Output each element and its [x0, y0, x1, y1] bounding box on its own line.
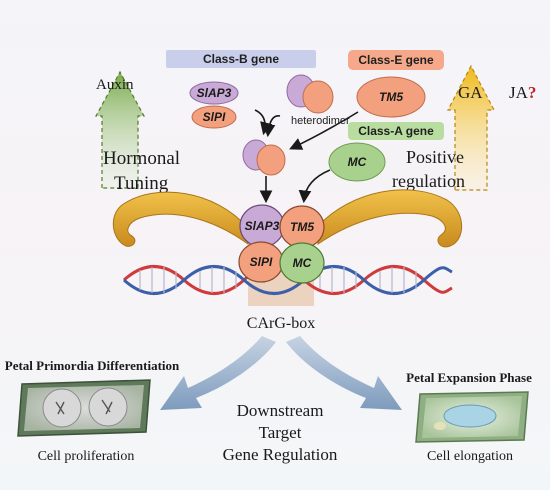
- class-e-gene-label: Class-E gene: [358, 53, 434, 67]
- class-a-gene-label: Class-A gene: [358, 124, 434, 138]
- petal-primordia-label: Petal Primordia Differentiation: [5, 358, 180, 373]
- cell-elongation-label: Cell elongation: [427, 449, 513, 464]
- hormonal-label-line1: Hormonal: [103, 148, 180, 169]
- heterodimer-middle-icon: [242, 139, 286, 176]
- ja-text: JA: [509, 83, 529, 102]
- tm5-protein-top: TM5: [356, 76, 426, 118]
- petal-expansion-label: Petal Expansion Phase: [406, 370, 532, 385]
- ja-label: JA?: [509, 83, 536, 102]
- mc-label-complex: MC: [293, 256, 312, 270]
- positive-label-line2: regulation: [392, 171, 465, 191]
- downstream-arrow-left: [160, 336, 276, 410]
- tm5-label-top: TM5: [379, 90, 403, 104]
- mc-label-top: MC: [348, 155, 367, 169]
- arrow-from-heterodimer: [262, 115, 281, 138]
- chromosomes-icon: [55, 399, 113, 415]
- dividing-cell-illustration: [17, 379, 151, 437]
- heterodimer-icon: [286, 74, 334, 114]
- slpi-protein-top: SlPI: [191, 105, 237, 129]
- mc-protein-top: MC: [328, 142, 386, 182]
- downstream-label-line1: Downstream: [237, 401, 324, 420]
- mads-tetramer-complex: SlAP3 TM5 SlPI MC: [238, 204, 325, 284]
- slpi-protein-complex: SlPI: [238, 241, 284, 283]
- vacuole-icon: [443, 404, 497, 428]
- slap3-label-complex: SlAP3: [245, 219, 280, 233]
- downstream-label-line3: Gene Regulation: [223, 445, 338, 464]
- heterodimer-label: heterodimer: [291, 115, 350, 127]
- right-petal: [317, 189, 463, 248]
- slap3-label-top: SlAP3: [197, 86, 232, 100]
- downstream-label-line2: Target: [259, 423, 302, 442]
- hormonal-label-line2: Tuning: [114, 173, 169, 194]
- class-b-gene-bar: Class-B gene: [166, 50, 316, 68]
- tm5-label-complex: TM5: [290, 220, 314, 234]
- ga-label: GA: [458, 83, 483, 102]
- downstream-arrow-right: [286, 336, 402, 410]
- cell-proliferation-label: Cell proliferation: [38, 449, 135, 464]
- mc-protein-complex: MC: [279, 242, 325, 284]
- slpi-label-complex: SlPI: [250, 255, 273, 269]
- class-a-gene-bar: Class-A gene: [348, 122, 444, 140]
- auxin-arrow: [94, 70, 146, 189]
- dna-base-pairs: [139, 267, 417, 293]
- carg-box-label: CArG-box: [247, 315, 315, 332]
- nucleus-icon: [434, 422, 446, 430]
- slap3-protein-complex: SlAP3: [239, 204, 285, 248]
- auxin-label: Auxin: [96, 77, 134, 93]
- ga-arrow: [447, 64, 495, 191]
- tm5-protein-complex: TM5: [279, 205, 325, 249]
- arrow-mc-to-complex: [298, 169, 331, 204]
- slap3-protein-top: SlAP3: [189, 81, 239, 105]
- slpi-label-top: SlPI: [203, 110, 226, 124]
- assembly-arrows: [254, 109, 359, 204]
- arrow-to-heterodimer: [254, 109, 273, 136]
- class-b-gene-label: Class-B gene: [203, 52, 279, 66]
- positive-label-line1: Positive: [406, 147, 464, 167]
- elongated-cell-illustration: [415, 391, 529, 443]
- left-petal: [112, 191, 249, 247]
- ja-question-mark: ?: [528, 83, 537, 102]
- arrow-tm5-to-complex: [289, 111, 359, 150]
- class-e-gene-bar: Class-E gene: [348, 50, 444, 70]
